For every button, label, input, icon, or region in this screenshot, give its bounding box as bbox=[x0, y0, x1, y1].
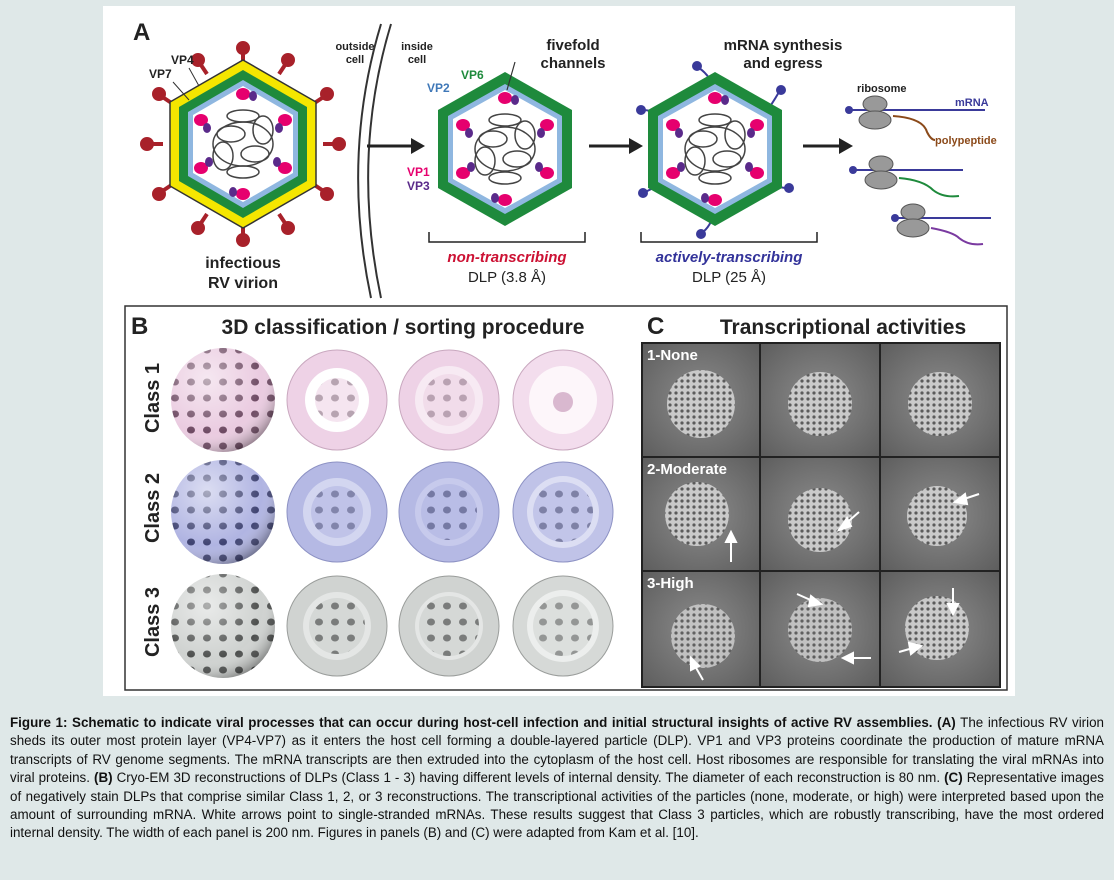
panel-b-title: 3D classification / sorting procedure bbox=[222, 316, 585, 339]
arrow-to-ribosome bbox=[803, 138, 853, 154]
mrna-synthesis-label-2: and egress bbox=[743, 55, 822, 72]
vp3-label: VP3 bbox=[407, 179, 430, 193]
outside-cell-2: cell bbox=[346, 54, 364, 66]
bracket-non-transcribing bbox=[428, 232, 586, 243]
ribosome-label: ribosome bbox=[857, 83, 907, 95]
infectious-virion-diagram bbox=[140, 41, 346, 247]
class3-reconstructions bbox=[171, 574, 614, 678]
panel-b-letter: B bbox=[131, 313, 148, 340]
dlp-non-transcribing-diagram bbox=[438, 61, 572, 226]
fivefold-label-1: fivefold bbox=[546, 37, 599, 54]
row-high-label: 3-High bbox=[647, 575, 694, 592]
inside-cell-1: inside bbox=[401, 41, 433, 53]
vp7-label: VP7 bbox=[149, 67, 172, 81]
infectious-label-2: RV virion bbox=[208, 275, 278, 292]
em-particles bbox=[665, 370, 972, 668]
caption-c-tag: (C) bbox=[944, 770, 963, 786]
inside-cell-2: cell bbox=[408, 54, 426, 66]
mrna-label: mRNA bbox=[955, 97, 989, 109]
non-transcribing-label: non-transcribing bbox=[447, 249, 566, 266]
figure-caption: Figure 1: Schematic to indicate viral pr… bbox=[10, 714, 1104, 843]
actively-transcribing-label: actively-transcribing bbox=[656, 249, 803, 266]
class1-label: Class 1 bbox=[142, 363, 164, 433]
caption-a-tag: (A) bbox=[937, 715, 956, 730]
arrow-to-transcribing bbox=[589, 138, 643, 154]
row-moderate-label: 2-Moderate bbox=[647, 461, 727, 478]
panel-c-title: Transcriptional activities bbox=[720, 316, 966, 339]
class3-label: Class 3 bbox=[142, 587, 164, 657]
panel-c-letter: C bbox=[647, 313, 664, 340]
caption-b-tag: (B) bbox=[94, 770, 113, 786]
caption-lead: Figure 1: Schematic to indicate viral pr… bbox=[10, 715, 933, 730]
figure-panel: A bbox=[103, 6, 1015, 696]
ribosome-group bbox=[845, 95, 991, 246]
class2-reconstructions bbox=[171, 460, 614, 564]
panel-a-letter: A bbox=[133, 19, 150, 46]
dlp-25-label: DLP (25 Å) bbox=[692, 269, 766, 286]
arrow-to-dlp bbox=[367, 138, 425, 154]
dlp-38-label: DLP (3.8 Å) bbox=[468, 269, 546, 286]
mrna-arrows bbox=[690, 492, 980, 681]
vp4-label: VP4 bbox=[171, 53, 194, 67]
polypeptide-label: polypeptide bbox=[935, 135, 997, 147]
bracket-transcribing bbox=[640, 232, 818, 243]
fivefold-label-2: channels bbox=[540, 55, 605, 72]
row-none-label: 1-None bbox=[647, 347, 698, 364]
caption-b-text: Cryo-EM 3D reconstructions of DLPs (Clas… bbox=[112, 770, 945, 786]
vp1-label: VP1 bbox=[407, 165, 430, 179]
cell-membrane bbox=[357, 23, 392, 299]
outside-cell-1: outside bbox=[335, 41, 374, 53]
infectious-label-1: infectious bbox=[205, 255, 281, 272]
mrna-synthesis-label-1: mRNA synthesis bbox=[724, 37, 843, 54]
figure-svg: A bbox=[124, 19, 1008, 691]
class2-label: Class 2 bbox=[142, 473, 164, 543]
caption-c-text: Representative images of negatively stai… bbox=[10, 770, 1104, 841]
class1-reconstructions bbox=[171, 348, 614, 452]
caption-a-text: The infectious RV virion sheds its outer… bbox=[10, 715, 1104, 786]
dlp-transcribing-diagram bbox=[636, 61, 794, 239]
vp6-label: VP6 bbox=[461, 68, 484, 82]
vp2-label: VP2 bbox=[427, 81, 450, 95]
